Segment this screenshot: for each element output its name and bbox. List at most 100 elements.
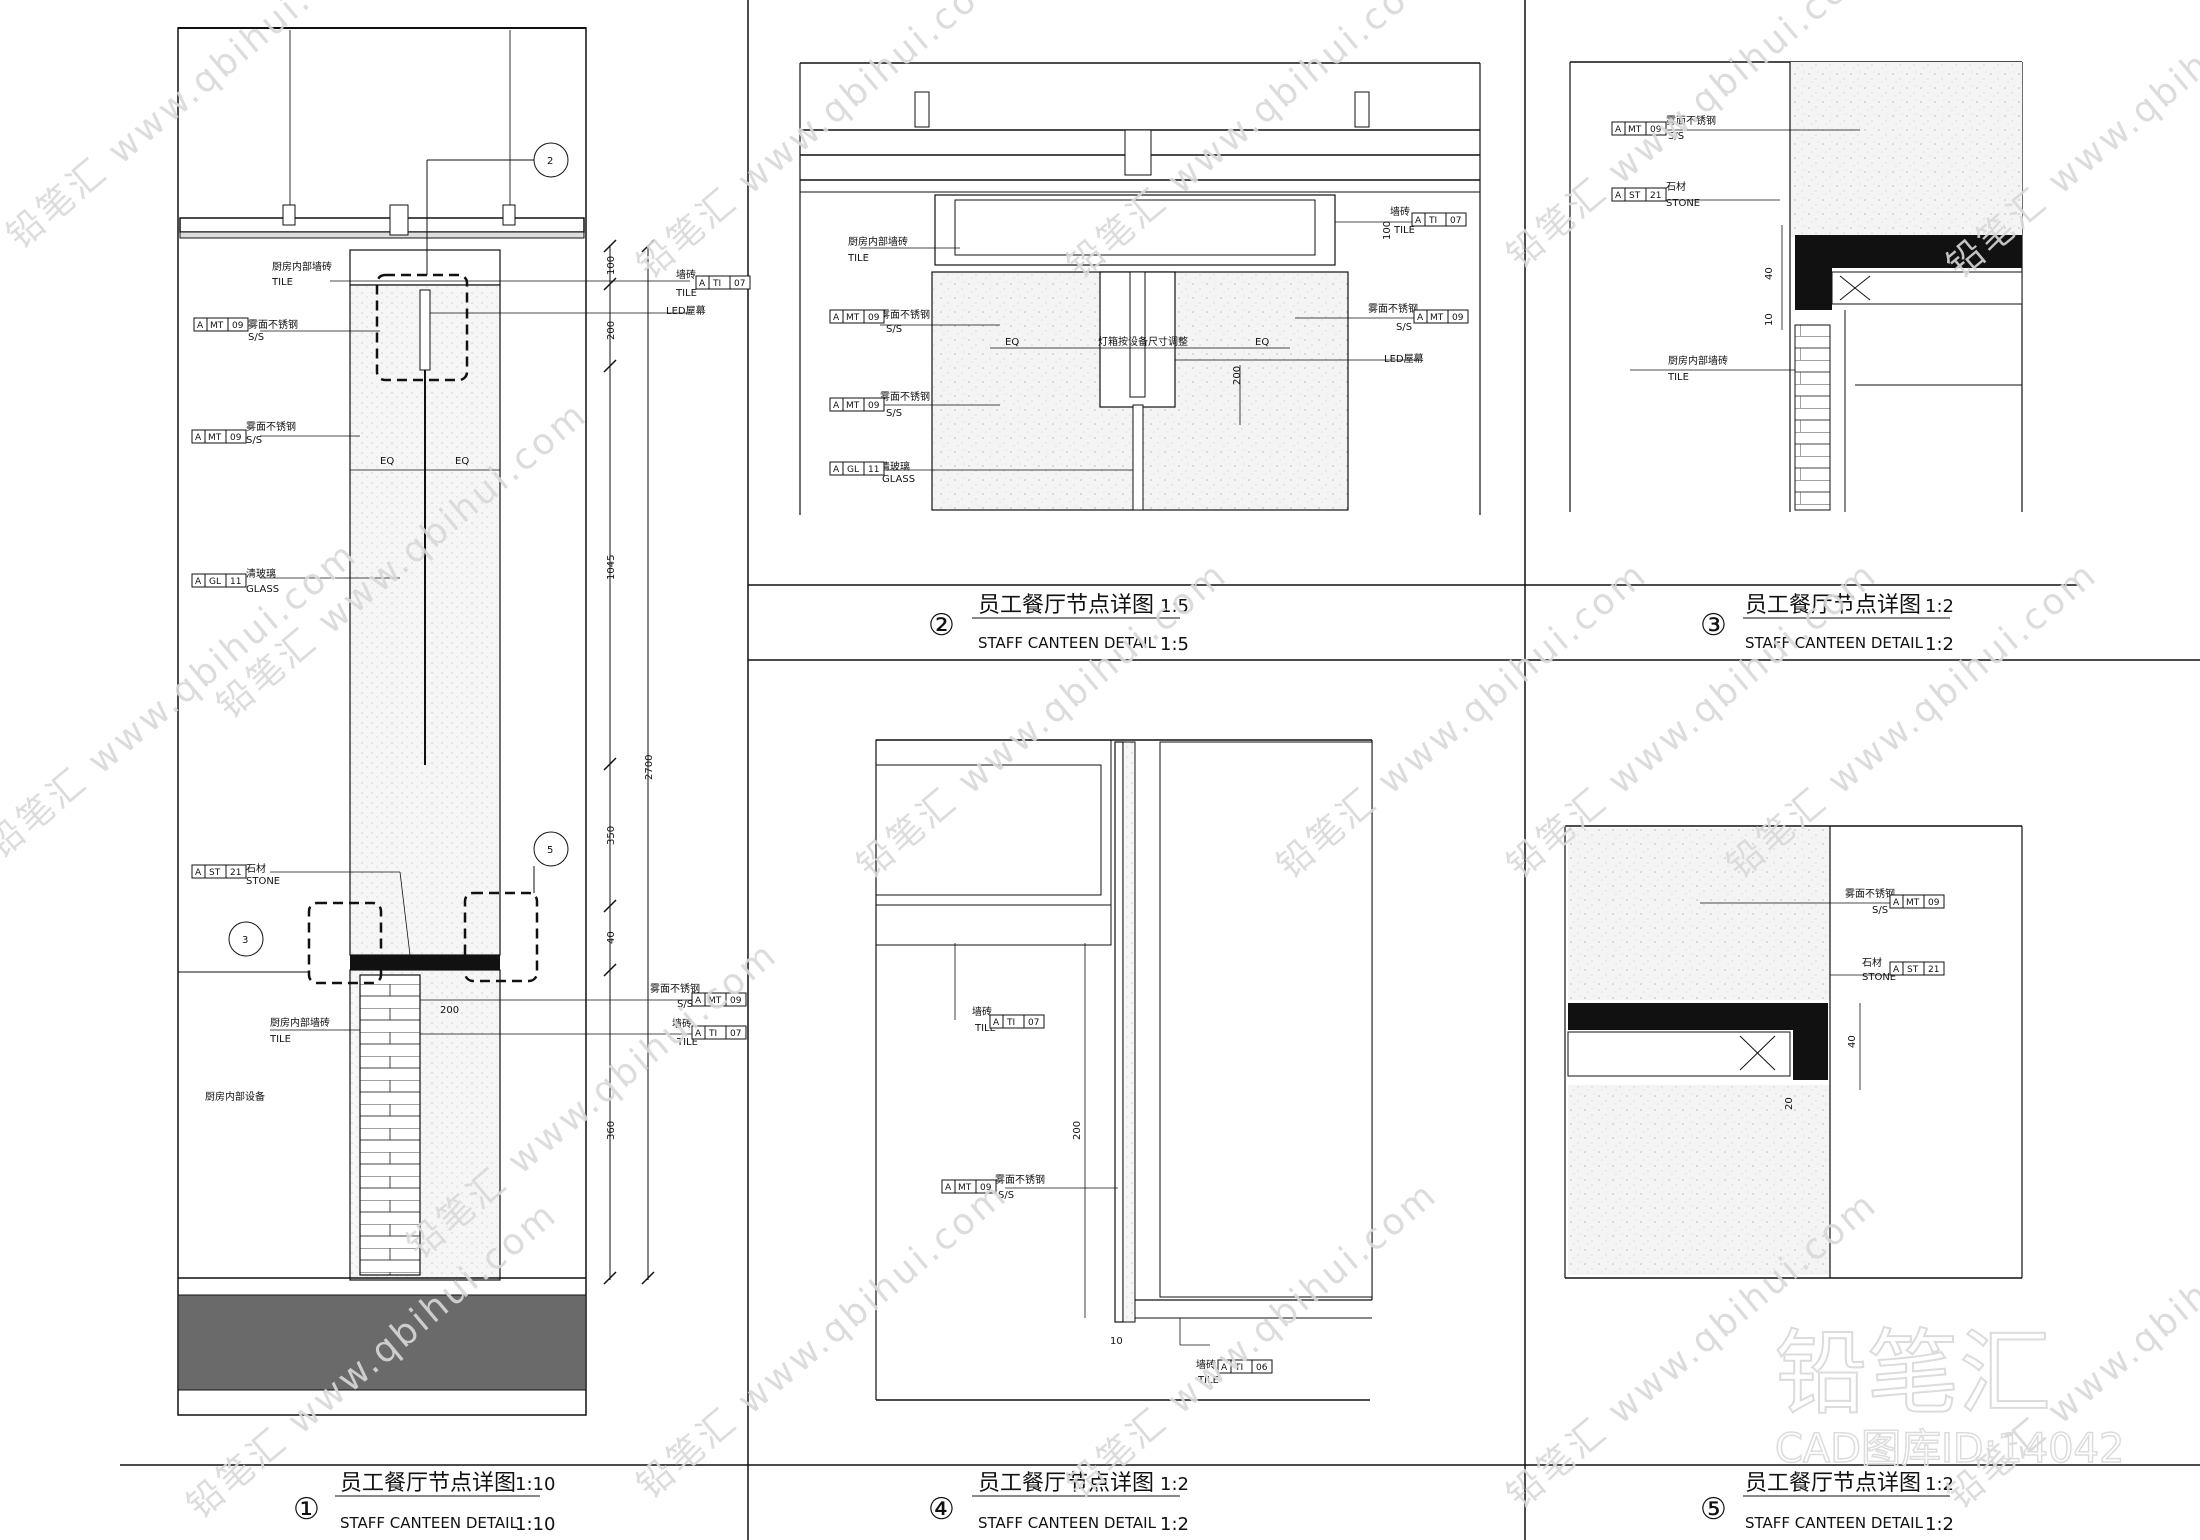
detail-4-scale: 1:2 [1160, 1474, 1189, 1495]
d4-tag-tile06-b: TI [1234, 1363, 1243, 1373]
title-block-5: ⑤ 员工餐厅节点详图 1:2 STAFF CANTEEN DETAIL 1:2 [1700, 1471, 1954, 1535]
d1-eq-right: EQ [455, 456, 469, 467]
d1-dim-100: 100 [606, 256, 617, 275]
detail-3-title-cn: 员工餐厅节点详图 [1745, 593, 1921, 618]
d5-labels: 雾面不锈钢 S/S 石材 STONE 40 20 [1784, 887, 1896, 1110]
d2-tag-ss2-a: A [833, 401, 840, 411]
detail-2-number: ② [928, 608, 955, 643]
d1-dim-200h: 200 [440, 1005, 459, 1016]
d3-stone-cn: 石材 [1666, 180, 1686, 193]
d5-tag-stone-a: A [1893, 965, 1900, 975]
d2-dim-100: 100 [1382, 221, 1393, 240]
d1-tag-ss1-b: MT [210, 321, 224, 331]
detail-5-scale: 1:2 [1925, 1474, 1954, 1495]
d1-wall-tile-en: TILE [675, 288, 697, 299]
d1-tag-ss3-b: MT [708, 996, 722, 1006]
d3-tag-ss-b: MT [1628, 125, 1642, 135]
d1-led: LED屋幕 [666, 304, 706, 317]
d1-eq-left: EQ [380, 456, 394, 467]
d2-tag-ss3-b: MT [1430, 313, 1444, 323]
d3-kitchen-tile-en: TILE [1667, 372, 1689, 383]
d5-tag-stone-b: ST [1907, 965, 1919, 975]
d2-glass-en: GLASS [882, 474, 915, 485]
d1-dim-2700: 2700 [644, 755, 655, 780]
d3-dim-40: 40 [1764, 267, 1775, 280]
detail-1-scale-en: 1:10 [515, 1514, 555, 1535]
d2-ss-en-2: S/S [886, 408, 902, 419]
detail-1-scale: 1:10 [515, 1474, 555, 1495]
d1-stone-en: STONE [246, 876, 280, 887]
title-block-1: ① 员工餐厅节点详图 1:10 STAFF CANTEEN DETAIL 1:1… [293, 1471, 555, 1535]
d2-tag-ss1-c: 09 [868, 313, 880, 323]
detail-1-title-en: STAFF CANTEEN DETAIL [340, 1514, 519, 1532]
d1-kitchen-equip: 厨房内部设备 [205, 1090, 265, 1103]
d1-glass-cn: 清玻璃 [246, 567, 276, 580]
d3-ss-cn: 雾面不锈钢 [1666, 114, 1716, 127]
d2-tag-glass-c: 11 [868, 465, 879, 475]
detail-1-title-cn: 员工餐厅节点详图 [340, 1471, 516, 1496]
d1-tag-ss2-c: 09 [230, 433, 242, 443]
d2-tag-ss3-c: 09 [1452, 313, 1464, 323]
brand-name: 铅笔汇 [1775, 1320, 2051, 1427]
d4-wall-tile-cn: 墙砖 [972, 1005, 992, 1018]
d1-tag-ss3-a: A [695, 996, 702, 1006]
d1-callout-5: 5 [547, 845, 553, 856]
d5-ss-cn: 雾面不锈钢 [1845, 887, 1895, 900]
d1-ss-en-2: S/S [246, 435, 262, 446]
d1-dim-1045: 1045 [606, 555, 617, 580]
d1-callout-3: 3 [242, 935, 248, 946]
d3-tag-stone-c: 21 [1650, 191, 1661, 201]
d2-glass-cn: 清玻璃 [880, 460, 910, 473]
d1-tag-tile2-b: TI [708, 1029, 717, 1039]
watermark-7: 铅笔汇 www.qbihui.com [1059, 0, 1445, 287]
brand-id: CAD图库ID:14042 [1775, 1426, 2124, 1472]
d5-tag-ss-c: 09 [1928, 898, 1940, 908]
d2-eq-right: EQ [1255, 337, 1269, 348]
d1-dim-350: 350 [606, 826, 617, 845]
detail-1-number: ① [293, 1492, 320, 1527]
d3-tag-stone-a: A [1615, 191, 1622, 201]
watermark-10: 铅笔汇 www.qbihui.com [629, 1174, 1015, 1507]
detail-2-scale: 1:5 [1160, 596, 1189, 617]
watermark-6: 铅笔汇 www.qbihui.com [629, 0, 1015, 287]
d1-kitchen-tile2-en: TILE [269, 1034, 291, 1045]
d1-glass-en: GLASS [246, 584, 279, 595]
d5-stone-cn: 石材 [1862, 956, 1882, 969]
detail-5-title-cn: 员工餐厅节点详图 [1745, 1471, 1921, 1496]
d2-tag-ss1-b: MT [846, 313, 860, 323]
d4-ss-cn: 雾面不锈钢 [995, 1173, 1045, 1186]
detail-4-number: ④ [928, 1492, 955, 1527]
detail-5-drawing [1564, 825, 2023, 1279]
d4-dim-200: 200 [1072, 1121, 1083, 1140]
d2-led-box: 灯箱按设备尺寸调整 [1098, 335, 1188, 348]
d3-ss-en: S/S [1668, 131, 1684, 142]
d2-tag-ss3-a: A [1417, 313, 1424, 323]
detail-4-scale-en: 1:2 [1160, 1514, 1189, 1535]
d3-tag-stone-b: ST [1629, 191, 1641, 201]
d1-tag-ss2-b: MT [208, 433, 222, 443]
d2-tag-ss2-b: MT [846, 401, 860, 411]
d3-labels: 雾面不锈钢 S/S 石材 STONE 厨房内部墙砖 TILE 40 10 [1666, 114, 1775, 383]
d4-tag-ss-a: A [945, 1183, 952, 1193]
d5-tag-stone-c: 21 [1928, 965, 1939, 975]
d4-tag-tile-b: TI [1006, 1018, 1015, 1028]
d2-tag-tile-a: A [1415, 216, 1422, 226]
detail-2-title-cn: 员工餐厅节点详图 [978, 593, 1154, 618]
detail-3-title-en: STAFF CANTEEN DETAIL [1745, 634, 1924, 652]
detail-1-drawing: EQ EQ 200 [177, 27, 700, 1416]
d1-tag-tile2-a: A [695, 1029, 702, 1039]
detail-2-drawing [799, 62, 1481, 515]
d2-kitchen-tile-cn: 厨房内部墙砖 [848, 235, 908, 248]
d1-wall-tile2-cn: 墙砖 [672, 1017, 692, 1030]
detail-5-scale-en: 1:2 [1925, 1514, 1954, 1535]
d5-tag-ss-b: MT [1906, 898, 1920, 908]
d1-ss-cn-3: 雾面不锈钢 [650, 982, 700, 995]
detail-5-number: ⑤ [1700, 1492, 1727, 1527]
d3-kitchen-tile-cn: 厨房内部墙砖 [1668, 354, 1728, 367]
d2-dim-200: 200 [1232, 366, 1243, 385]
title-block-2: ② 员工餐厅节点详图 1:5 STAFF CANTEEN DETAIL 1:5 [928, 593, 1189, 655]
d4-tag-tile-c: 07 [1028, 1018, 1039, 1028]
d4-tag-tile06-a: A [1221, 1363, 1228, 1373]
